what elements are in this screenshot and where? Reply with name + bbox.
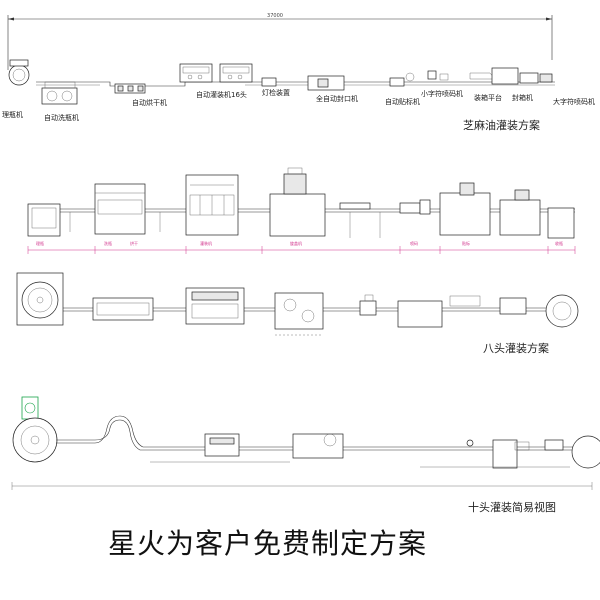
elevation-label-capper: 旋盖机 (290, 240, 302, 246)
overall-dimension-label: 37000 (267, 13, 283, 19)
elevation-label-coding: 喷码 (410, 240, 418, 246)
elevation-capper (269, 193, 326, 237)
packing-platform-1 (491, 67, 519, 85)
washer-machine-1 (41, 87, 78, 105)
station-label-inspection: 灯检装置 (262, 88, 290, 97)
section-2-elevation-view: 理瓶 洗瓶 烘干 灌装机 旋盖机 喷码 贴标 收瓶 (27, 167, 576, 254)
section-3-eight-head-line: 八头灌装方案 (16, 272, 579, 355)
station-label-dryer: 自动烘干机 (132, 98, 167, 107)
station-label-case-sealer: 封箱机 (512, 93, 533, 102)
plan-washer (92, 297, 154, 321)
plan-ten-head-capper (292, 433, 344, 459)
plan-labeler (397, 300, 443, 328)
station-label-unscrambler: 理瓶机 (2, 110, 23, 119)
plan-rotary-table (12, 417, 58, 463)
station-label-washer: 自动洗瓶机 (44, 113, 79, 122)
slogan-text: 星火为客户免费制定方案 (108, 527, 428, 560)
elevation-coder (419, 199, 431, 215)
unscrambler-machine-1 (8, 64, 30, 86)
station-label-large-coder: 大字符喷码机 (553, 97, 595, 106)
section-4-title: 十头灌装简易视图 (468, 500, 556, 514)
plan-ten-head-coder (466, 439, 474, 447)
station-label-sealer: 全自动封口机 (316, 94, 358, 103)
station-label-filler: 自动灌装机16头 (196, 90, 247, 99)
elevation-labeler-1 (439, 192, 491, 236)
elevation-label-collect: 收瓶 (555, 240, 563, 246)
small-coder-1 (427, 70, 437, 80)
elevation-label-labeling: 贴标 (462, 240, 470, 246)
station-label-packing: 装箱平台 (474, 93, 502, 102)
section-4-ten-head-line: 十头灌装简易视图 (11, 396, 600, 514)
section-3-title: 八头灌装方案 (483, 341, 549, 355)
plan-ten-head-collector (571, 435, 600, 469)
elevation-unscrambler (27, 203, 61, 237)
elevation-label-wash: 洗瓶 (104, 240, 112, 246)
elevation-label-unscramble: 理瓶 (36, 240, 44, 246)
elevation-collector (547, 207, 575, 239)
plan-round-labeler (545, 294, 579, 328)
elevation-labeler-2 (499, 199, 541, 236)
plan-capper (274, 292, 324, 330)
case-sealer-1 (519, 72, 539, 84)
plan-ten-head-filler (204, 433, 240, 457)
elevation-label-filler: 灌装机 (200, 240, 212, 246)
station-label-labeler: 自动贴标机 (385, 97, 420, 106)
plan-coder (359, 300, 377, 316)
plan-ten-head-labeler (492, 439, 518, 469)
inspection-device-1 (261, 77, 277, 87)
green-marker (21, 396, 39, 420)
section-1-title: 芝麻油灌装方案 (463, 118, 540, 132)
elevation-label-dry: 烘干 (130, 240, 138, 246)
section-1-sesame-oil-line: 37000 (2, 13, 595, 132)
station-label-small-coder: 小字符喷码机 (421, 89, 463, 98)
labeler-machine-1 (389, 77, 405, 87)
elevation-washer (94, 183, 146, 235)
